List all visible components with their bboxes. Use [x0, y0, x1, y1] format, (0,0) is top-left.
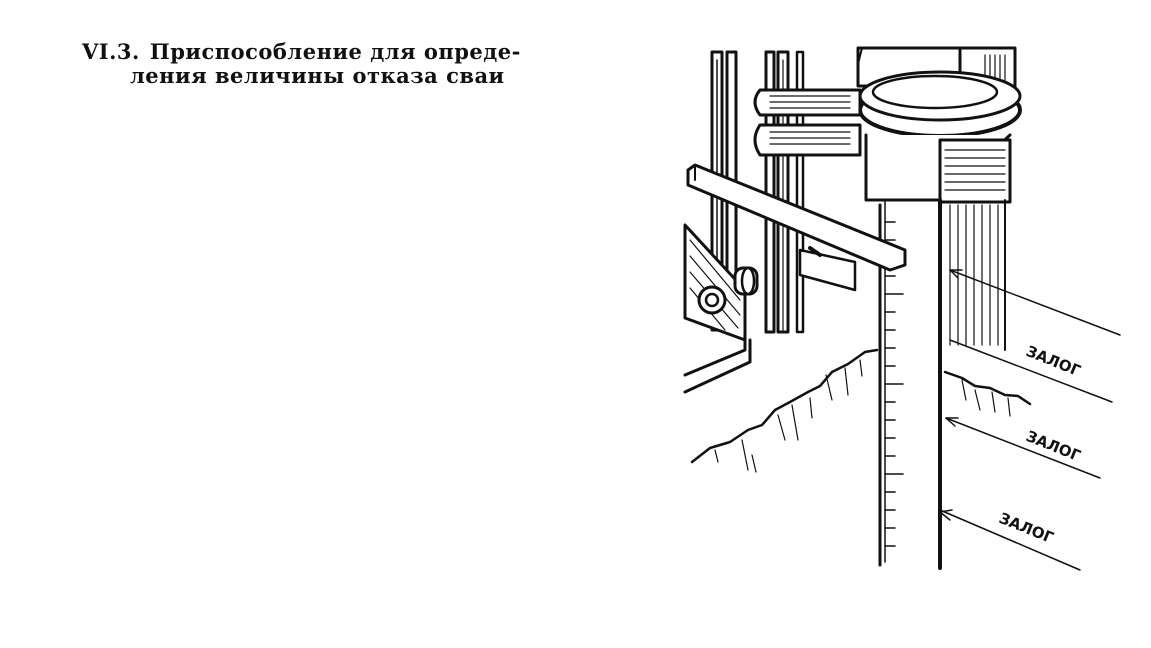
caption-line-2: ления величины отказа сваи — [130, 63, 505, 88]
figure-caption: VI.3. Приспособление для опреде- ления ве… — [82, 40, 622, 88]
figure-number: VI.3. — [82, 39, 140, 64]
leader-lines — [939, 269, 1121, 571]
label-zalog-3: ЗАЛОГ — [997, 509, 1057, 547]
label-zalog-1: ЗАЛОГ — [1024, 342, 1084, 380]
pile — [864, 133, 1012, 570]
ground-surface — [690, 348, 1032, 473]
pile-head — [856, 46, 1022, 138]
gusset-bracket — [683, 223, 759, 394]
caption-line-1: Приспособление для опреде- — [149, 39, 521, 64]
clamp-plates — [753, 88, 862, 157]
reference-beam — [686, 163, 907, 292]
